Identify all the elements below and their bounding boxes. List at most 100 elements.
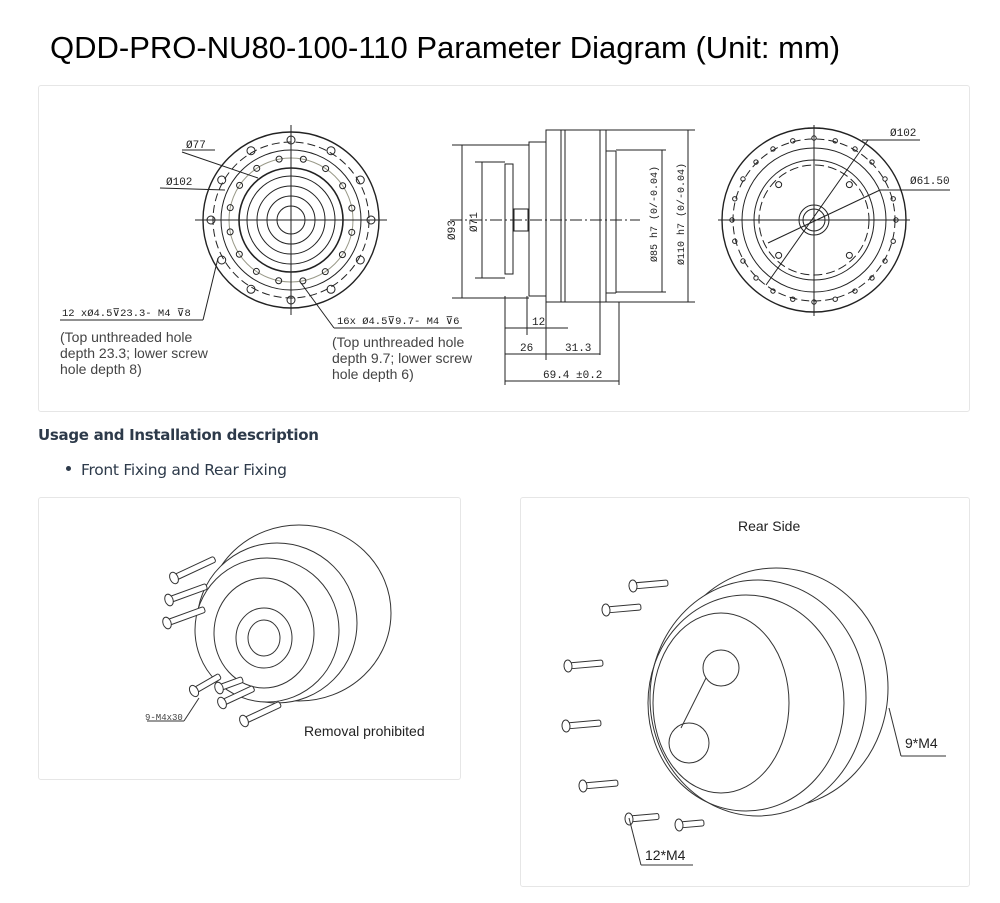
hole-mark (339, 182, 347, 190)
hole-mark (235, 250, 243, 258)
hole-mark (753, 275, 759, 281)
callout-16-holes: 16x Ø4.5⊽9.7- M4 ⊽6 (337, 315, 460, 328)
hole-mark (790, 138, 796, 144)
hole-mark (286, 295, 296, 305)
hole-mark (299, 277, 307, 285)
hole-mark (890, 196, 896, 202)
hole-mark (845, 251, 853, 259)
hole-mark (775, 251, 783, 259)
note-right-line1: (Top unthreaded hole (332, 334, 465, 350)
hole-mark (217, 255, 227, 265)
rear-view-drawing (718, 125, 950, 316)
screw-icon (162, 606, 206, 630)
hole-mark (832, 138, 838, 144)
screw-icon (164, 583, 208, 607)
hole-mark (348, 204, 356, 212)
hole-mark (852, 146, 858, 152)
hole-mark (236, 181, 244, 189)
hole-mark (845, 181, 853, 189)
section-heading: Usage and Installation description (38, 426, 319, 444)
hole-mark (246, 284, 256, 294)
hole-mark (206, 215, 216, 225)
screw-icon (214, 676, 244, 695)
page-title: QDD-PRO-NU80-100-110 Parameter Diagram (… (50, 30, 841, 65)
screw-icon (601, 603, 642, 617)
hole-mark (348, 228, 356, 236)
screw-icon (578, 779, 619, 793)
hole-mark (299, 155, 307, 163)
dim-d110: Ø110 h7 (0/-0.04) (676, 163, 688, 265)
hole-mark (355, 175, 365, 185)
side-view-drawing (450, 129, 695, 385)
hole-mark (869, 275, 875, 281)
hole-mark (770, 288, 776, 294)
hole-mark (355, 255, 365, 265)
rear-side-title: Rear Side (738, 518, 800, 534)
rear-fixing-panel: Rear Side 9*M4 12*M4 (520, 497, 970, 887)
note-left-line3: hole depth 8) (60, 361, 142, 377)
screw-label: 9-M4x30 (145, 713, 183, 723)
hole-mark (275, 277, 283, 285)
warning-label: Removal prohibited (304, 723, 425, 739)
screw-icon (563, 659, 604, 673)
hole-mark (852, 288, 858, 294)
dim-d85: Ø85 h7 (0/-0.04) (649, 166, 661, 262)
dim-total-length: 69.4 ±0.2 (543, 370, 602, 382)
hole-mark (322, 165, 330, 173)
hole-mark (869, 159, 875, 165)
hole-mark (732, 238, 738, 244)
hole-mark (286, 135, 296, 145)
hole-mark (732, 196, 738, 202)
dim-26: 26 (520, 343, 533, 355)
callout-12-holes: 12 xØ4.5⊽23.3- M4 ⊽8 (62, 307, 191, 320)
label-12-m4: 12*M4 (645, 847, 686, 863)
dim-d93: Ø93 (447, 220, 459, 240)
hole-mark (740, 176, 746, 182)
hole-mark (217, 175, 227, 185)
hole-mark (226, 228, 234, 236)
front-fixing-panel: 9-M4x30 Removal prohibited (38, 497, 461, 780)
note-left-line1: (Top unthreaded hole (60, 329, 193, 345)
screw-icon (628, 579, 669, 593)
dim-d77: Ø77 (186, 140, 206, 152)
note-right-line2: depth 9.7; lower screw (332, 350, 473, 366)
hole-mark (890, 238, 896, 244)
screw-icon (624, 812, 660, 826)
screw-icon (217, 685, 255, 710)
dim-d102-rear: Ø102 (890, 128, 916, 140)
hole-mark (326, 146, 336, 156)
hole-mark (753, 159, 759, 165)
bullet-item: Front Fixing and Rear Fixing (66, 461, 287, 479)
hole-mark (893, 217, 899, 223)
hole-mark (338, 251, 346, 259)
dim-d61-50: Ø61.50 (910, 176, 950, 188)
hole-mark (882, 258, 888, 264)
hole-mark (253, 164, 261, 172)
hole-mark (740, 258, 746, 264)
dim-d71: Ø71 (469, 212, 481, 232)
hole-mark (790, 296, 796, 302)
hole-mark (321, 268, 329, 276)
dim-31-3: 31.3 (565, 343, 591, 355)
screw-icon (239, 701, 282, 728)
hole-mark (729, 217, 735, 223)
hole-mark (811, 299, 817, 305)
note-left-line2: depth 23.3; lower screw (60, 345, 209, 361)
screw-icon (561, 719, 602, 733)
dim-12: 12 (532, 317, 545, 329)
hole-mark (832, 296, 838, 302)
hole-mark (226, 204, 234, 212)
hole-mark (770, 146, 776, 152)
screw-icon (188, 673, 222, 698)
hole-mark (275, 155, 283, 163)
hole-mark (811, 135, 817, 141)
hole-mark (246, 146, 256, 156)
hole-mark (252, 267, 260, 275)
rear-fixing-illustration: Rear Side 9*M4 12*M4 (561, 518, 946, 866)
note-right-line3: hole depth 6) (332, 366, 414, 382)
hole-mark (775, 181, 783, 189)
parameter-diagram-panel (38, 85, 970, 412)
dim-d102-front: Ø102 (166, 177, 192, 189)
front-fixing-illustration: 9-M4x30 Removal prohibited (145, 524, 425, 739)
